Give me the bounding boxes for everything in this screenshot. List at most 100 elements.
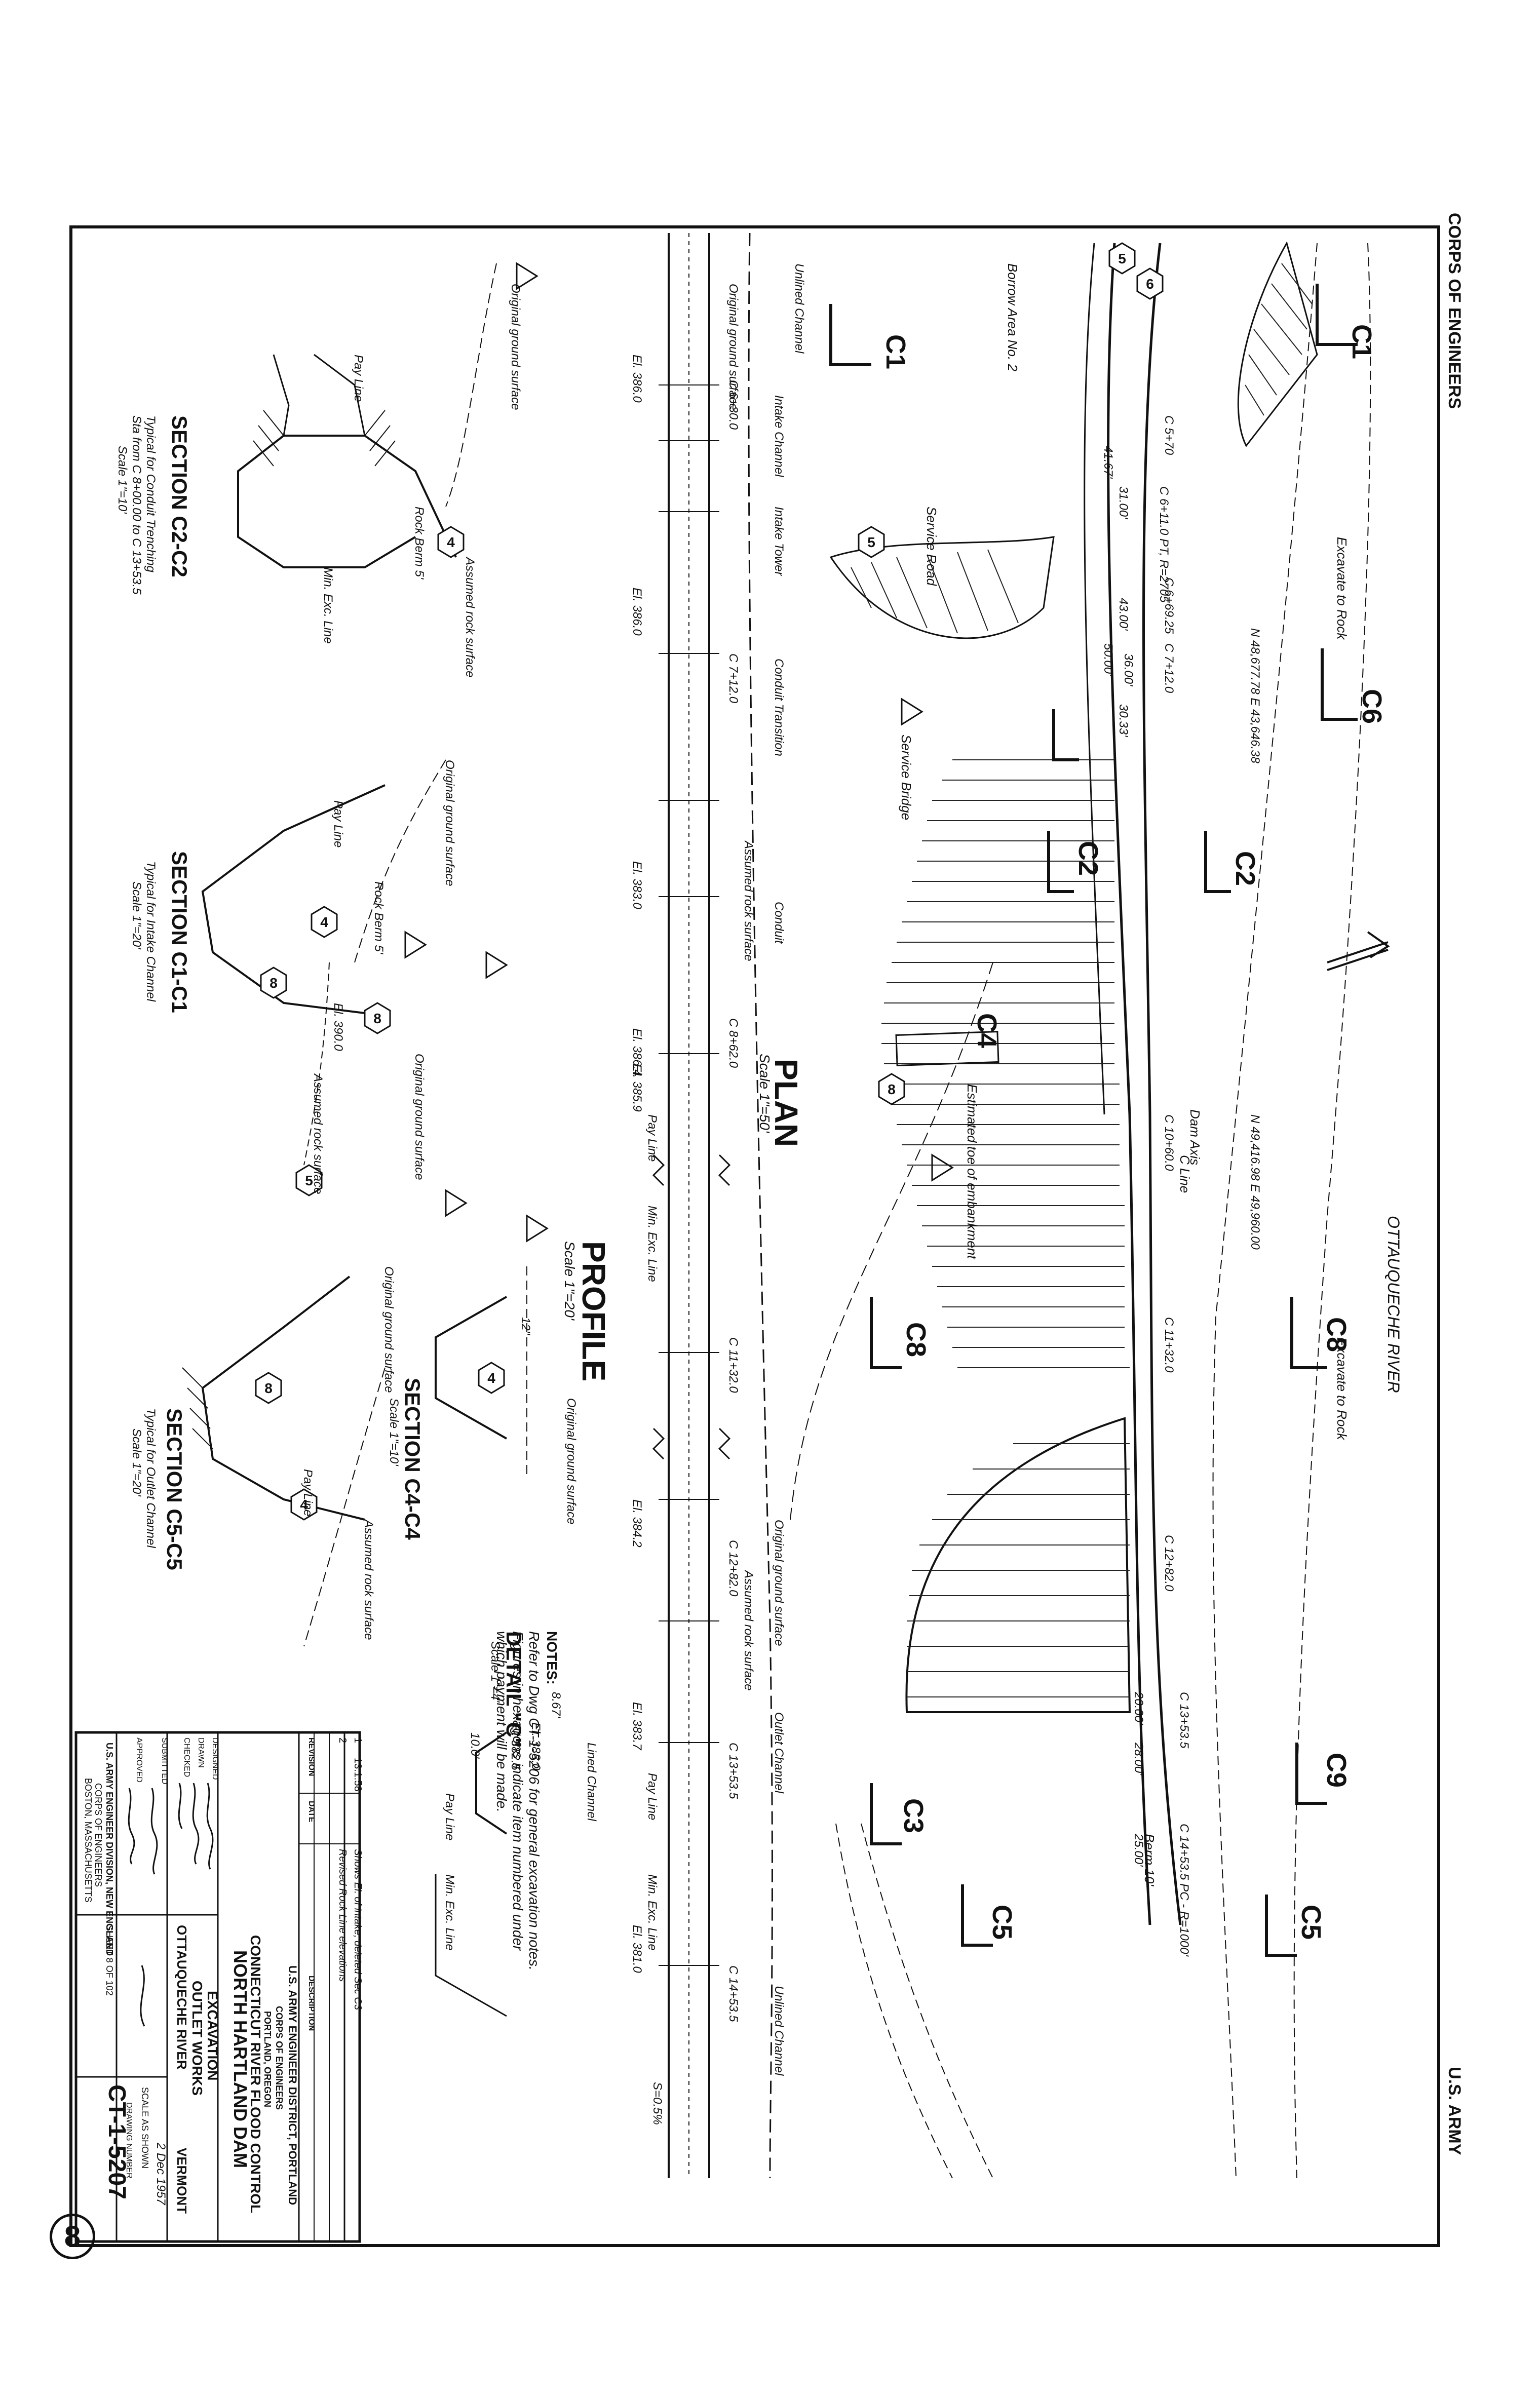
project-title: CONNECTICUT RIVER FLOOD CONTROL (248, 1935, 263, 2213)
station-c6: C 10+60.0 (1162, 1114, 1176, 1171)
rev-desc-2: Revised Rock Line elevations (337, 1849, 348, 1982)
profile-min-exc-2: Min. Exc. Line (645, 1206, 659, 1282)
dam-axis-label: Dam Axis (1187, 1109, 1203, 1165)
item-hex-4c: 4 (487, 1370, 495, 1386)
profile-sta-1453: C 14+53.5 (726, 1965, 740, 2022)
section-mark-c2b: C2 (1073, 841, 1103, 876)
profile-elev-386: El. 386.0 (630, 355, 644, 403)
item-hex-6: 6 (1146, 276, 1154, 292)
section-mark-c8b: C8 (901, 1322, 931, 1357)
dim-30: 30.33' (1116, 704, 1130, 738)
detail-dim-10: 10.0' (468, 1732, 482, 1759)
profile-conduit: Conduit (772, 902, 786, 944)
c5-orig-ground: Original ground surface (382, 1266, 396, 1393)
profile-intake-tower: Intake Tower (772, 507, 786, 576)
role-submitted: SUBMITTED (160, 1737, 169, 1784)
c2-pay-line: Pay Line (352, 355, 365, 402)
item-hex-8c: 8 (264, 1380, 273, 1396)
profile-elev-383: El. 383.0 (630, 861, 644, 909)
dam-axis-coords: N 49,416.98 E 49,960.00 (1248, 1114, 1262, 1250)
detail-lined-channel: Lined Channel (585, 1743, 598, 1821)
detail-elev-3825: El. 382.5 (509, 1722, 522, 1770)
item-hex-8: 8 (888, 1081, 896, 1097)
intake-coords: N 48,677.78 E 43,646.38 (1248, 628, 1262, 764)
rev-header-date: DATE (307, 1801, 316, 1823)
item-hex-4a: 4 (447, 534, 455, 550)
pt-label: C 6+11.0 PT, R=2705 (1157, 486, 1171, 603)
station-c8: C 12+82.0 (1162, 1535, 1176, 1592)
dim-50: 50.00' (1101, 643, 1115, 677)
profile-sta-1282: C 12+82.0 (726, 1540, 740, 1597)
item-hex-8a: 8 (270, 975, 278, 991)
section-c2-scale: Scale 1"=10' (115, 446, 129, 514)
curve-label: C 14+53.5 PC - R=1000' (1177, 1824, 1191, 1957)
c5-pay-line: Pay Line (301, 1469, 315, 1516)
item-hex-4d: 4 (300, 1497, 308, 1513)
drawing-scale: SCALE AS SHOWN (140, 2087, 150, 2169)
c2-rock-berm: Rock Berm 5' (412, 507, 426, 580)
detail-pay-line: Pay Line (443, 1793, 456, 1840)
corps-of-engineers-label: CORPS OF ENGINEERS (1445, 213, 1464, 409)
section-mark-c4: C4 (972, 1013, 1002, 1048)
c2-orig-ground: Original ground surface (509, 284, 522, 410)
station-c7: C 11+32.0 (1162, 1317, 1176, 1373)
profile-unlined-channel: Unlined Channel (792, 263, 806, 354)
profile-sta-1353: C 13+53.5 (726, 1743, 740, 1799)
service-bridge-label: Service Bridge (899, 735, 914, 820)
profile-unlined-channel-2: Unlined Channel (772, 1986, 786, 2076)
c2-assumed-rock: Assumed rock surface (463, 556, 477, 677)
detail-c-scale: Scale 1"=4' (488, 1641, 502, 1703)
agency-2: CORPS OF ENGINEERS (274, 2006, 284, 2110)
profile-pay-line: Pay Line (645, 1114, 659, 1162)
profile-scale: Scale 1"=20' (562, 1241, 578, 1321)
sheet-badge: 8 (50, 2214, 95, 2259)
drawing-date: 2 Dec 1957 (154, 2142, 168, 2206)
state-title: VERMONT (174, 2148, 189, 2214)
division-sub: CORPS OF ENGINEERS (93, 1783, 103, 1887)
station-c1: C 5+70 (1162, 415, 1176, 455)
section-mark-c9: C9 (1321, 1753, 1352, 1788)
role-approved: APPROVED (135, 1737, 143, 1783)
profile-pay-line-2: Pay Line (645, 1773, 659, 1820)
section-mark-c3: C3 (898, 1798, 929, 1833)
notes-heading: NOTES: (544, 1631, 560, 1685)
profile-elev-3842: El. 384.2 (630, 1499, 644, 1548)
profile-elev-386b: El. 386.0 (630, 588, 644, 636)
notes-line-3: which payment will be made. (494, 1631, 510, 1812)
profile-elev-3864: El. 386.4 (630, 1028, 644, 1076)
section-c5-scale: Scale 1"=20' (130, 1428, 143, 1497)
service-road-label: Service Road (924, 507, 939, 587)
profile-sta-1132: C 11+32.0 (726, 1337, 740, 1393)
signatures (128, 1783, 214, 2027)
profile-elev-381: El. 381.0 (630, 1925, 644, 1973)
dim-20: 20.00' (1132, 1691, 1145, 1725)
c2-min-exc: Min. Exc. Line (321, 567, 335, 644)
plan-title: PLAN (768, 1059, 804, 1147)
section-c2-sub: Typical for Conduit Trenching (144, 415, 158, 573)
c5-assumed-rock: Assumed rock surface (362, 1519, 375, 1640)
section-mark-c5: C5 (1296, 1905, 1326, 1940)
c1-assumed-rock: Assumed rock surface (311, 1073, 325, 1194)
item-hex-4b: 4 (320, 914, 328, 930)
excavate-rock-label-2: Excavate to Rock (1334, 1337, 1350, 1441)
agency-3: PORTLAND, OREGON (262, 2011, 273, 2107)
rev-desc-1: Shows El. of intake; deleted Sec C3 (352, 1849, 363, 2010)
division-name: U.S. ARMY ENGINEER DIVISION, NEW ENGLAND (104, 1743, 114, 1956)
north-arrow (1327, 931, 1390, 971)
item-hex-5: 5 (1118, 251, 1126, 266)
profile-min-exc: Min. Exc. Line (645, 1874, 659, 1951)
dim-25: 25.00' (1132, 1833, 1145, 1867)
profile-intake-channel: Intake Channel (772, 395, 786, 477)
rev-mark-1: 1 (352, 1737, 363, 1743)
detail-c-title: DETAIL "C" (502, 1631, 526, 1748)
c1-pay-line: Pay Line (331, 800, 345, 847)
profile-orig-ground-2: Original ground surface (772, 1520, 786, 1646)
title-block: 1 13.1.58 Shows El. of intake; deleted S… (74, 1731, 363, 2243)
notes-line-1: Refer to Dwg CT-1-5206 for general excav… (526, 1631, 542, 1970)
role-designed: DESIGNED (211, 1737, 219, 1780)
section-c1-sub: Typical for Intake Channel (144, 861, 158, 1002)
c-line-label: C Line (1177, 1155, 1192, 1193)
toe-embankment-label: Estimated toe of embankment (965, 1084, 980, 1260)
excavate-rock-label-1: Excavate to Rock (1334, 537, 1350, 640)
